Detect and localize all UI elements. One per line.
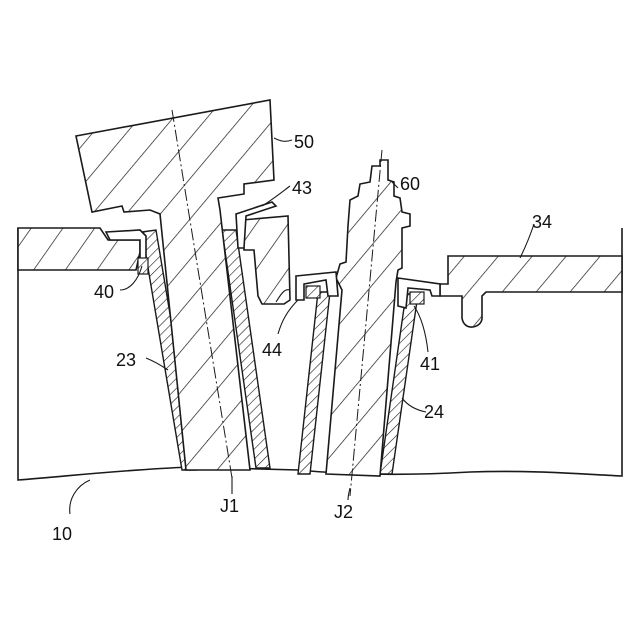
label-41: 41 <box>420 354 440 374</box>
label-50: 50 <box>294 132 314 152</box>
label-j2: J2 <box>334 502 353 522</box>
label-24: 24 <box>424 402 444 422</box>
label-43: 43 <box>292 178 312 198</box>
label-40: 40 <box>94 282 114 302</box>
label-34: 34 <box>532 212 552 232</box>
label-60: 60 <box>400 174 420 194</box>
label-23: 23 <box>116 350 136 370</box>
label-44: 44 <box>262 340 282 360</box>
label-10: 10 <box>52 524 72 544</box>
label-j1: J1 <box>220 496 239 516</box>
